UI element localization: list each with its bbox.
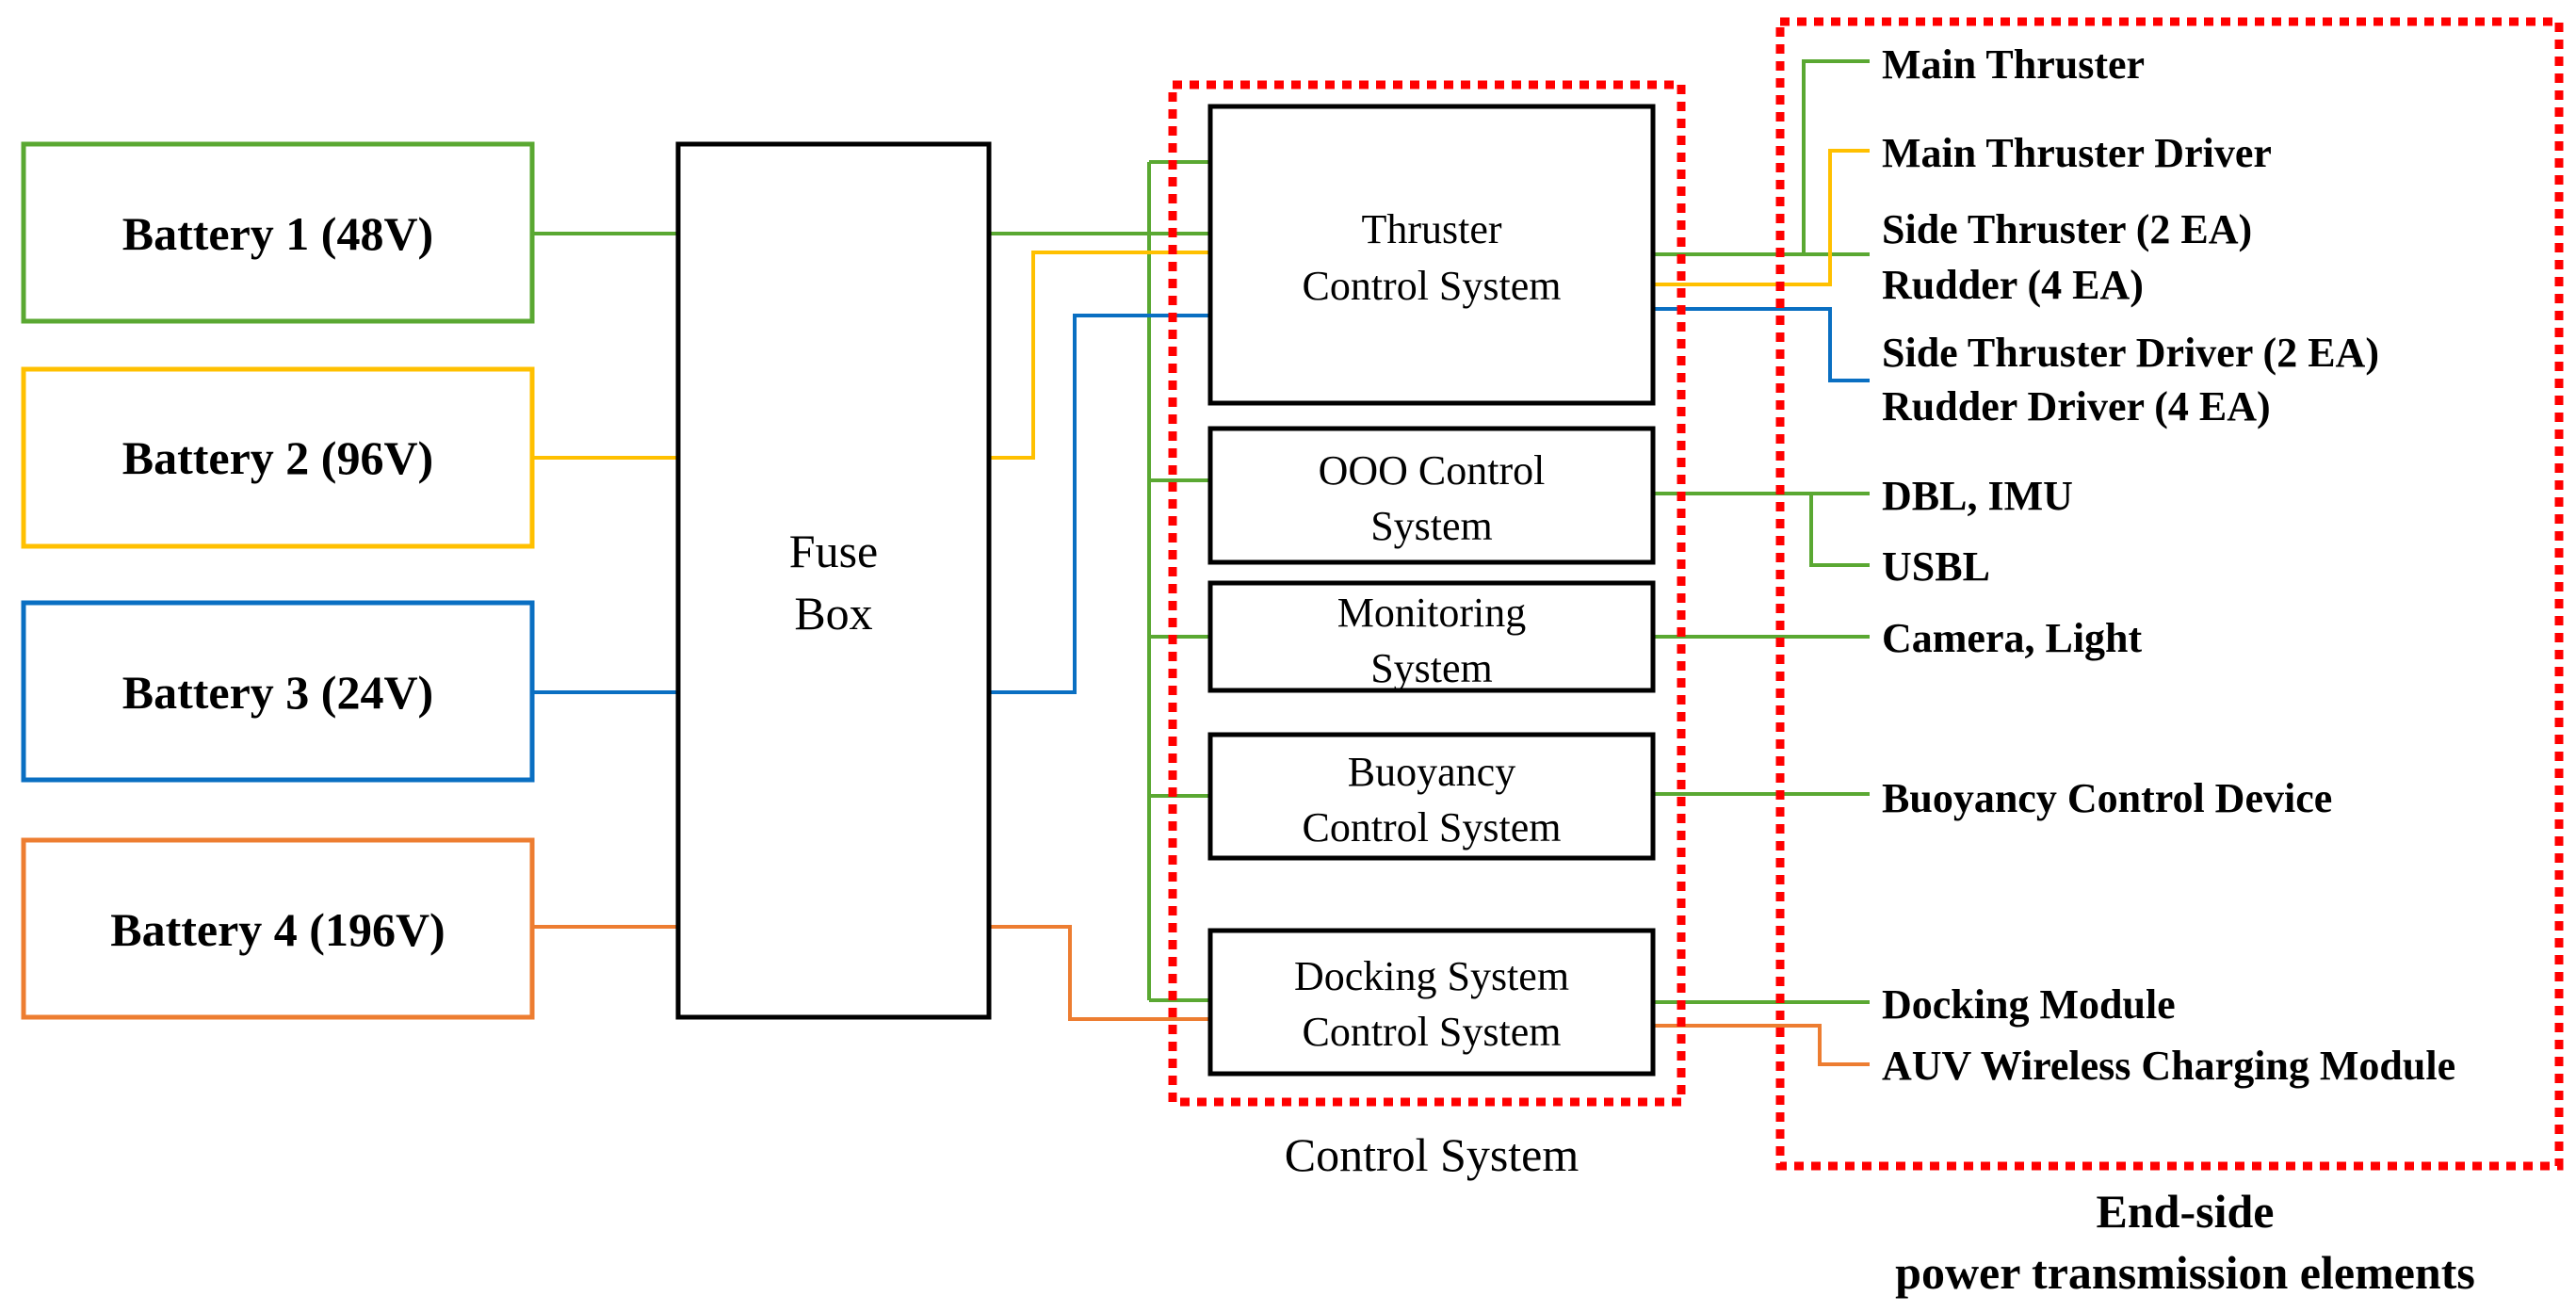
end-element-camera-light: Camera, Light	[1882, 615, 2143, 661]
end-side-outline	[1775, 17, 2564, 1171]
battery-2-label: Battery 2 (96V)	[122, 431, 433, 484]
fuse-box-label-line1: Fuse	[789, 525, 878, 577]
end-element-main-thruster-driver: Main Thruster Driver	[1882, 130, 2272, 176]
wire-yellow-thruster-end	[1653, 149, 1870, 286]
buoyancy-control-system-box	[1207, 732, 1656, 861]
docking-system-control-system-line1: Docking System	[1294, 953, 1569, 999]
wire-yellow-fuse-thruster	[989, 251, 1210, 460]
fuse-box: Fuse Box	[675, 141, 992, 1020]
fuse-box-rect	[675, 141, 992, 1020]
batteries: Battery 1 (48V) Battery 2 (96V) Battery …	[21, 141, 535, 1020]
buoyancy-control-system-line1: Buoyancy	[1348, 749, 1515, 795]
wires	[532, 59, 1870, 1066]
wire-green-ooo-end	[1653, 492, 1870, 567]
control-system-caption: Control System	[1285, 1128, 1580, 1181]
docking-system-control-system-box	[1207, 928, 1656, 1077]
battery-1-box	[21, 141, 535, 324]
monitoring-system-box	[1207, 580, 1656, 693]
wire-blue-fuse-thruster	[989, 314, 1210, 694]
end-side-caption-line1: End-side	[2097, 1185, 2275, 1238]
end-element-side-thruster-driver: Side Thruster Driver (2 EA)	[1882, 330, 2379, 376]
thruster-control-system-line2: Control System	[1302, 263, 1561, 309]
end-element-side-thruster: Side Thruster (2 EA)	[1882, 206, 2252, 252]
battery-4-box	[21, 837, 535, 1020]
thruster-control-system-box	[1207, 104, 1656, 406]
end-element-rudder-driver: Rudder Driver (4 EA)	[1882, 383, 2271, 429]
control-system-outline	[1168, 80, 1686, 1107]
docking-system-control-system-line2: Control System	[1302, 1009, 1561, 1055]
end-element-auv-wireless-charging-module: AUV Wireless Charging Module	[1882, 1043, 2455, 1089]
end-element-usbl: USBL	[1882, 543, 1990, 590]
battery-2-box	[21, 366, 535, 549]
ooo-control-system-line1: OOO Control	[1319, 447, 1546, 494]
control-system: Thruster Control System OOO Control Syst…	[1168, 80, 1686, 1181]
battery-4-label: Battery 4 (196V)	[110, 903, 445, 956]
ooo-control-system-box	[1207, 426, 1656, 565]
end-side-caption-line2: power transmission elements	[1895, 1246, 2475, 1299]
end-element-main-thruster: Main Thruster	[1882, 41, 2145, 88]
end-side-elements: Main Thruster Main Thruster Driver Side …	[1775, 17, 2564, 1299]
end-element-rudder: Rudder (4 EA)	[1882, 262, 2144, 308]
fuse-box-label-line2: Box	[794, 587, 872, 640]
battery-3-box	[21, 600, 535, 783]
end-element-buoyancy-control-device: Buoyancy Control Device	[1882, 775, 2332, 821]
battery-1-label: Battery 1 (48V)	[122, 207, 433, 260]
thruster-control-system-line1: Thruster	[1361, 206, 1501, 252]
buoyancy-control-system-line2: Control System	[1302, 804, 1561, 850]
monitoring-system-line2: System	[1370, 645, 1493, 691]
end-element-dbl-imu: DBL, IMU	[1882, 473, 2073, 519]
wire-orange-docking-end	[1653, 1024, 1870, 1066]
battery-3-label: Battery 3 (24V)	[122, 666, 433, 719]
wire-blue-thruster-end	[1653, 307, 1870, 382]
ooo-control-system-line2: System	[1370, 503, 1493, 549]
end-element-docking-module: Docking Module	[1882, 981, 2176, 1028]
wire-orange-fuse-docking	[989, 925, 1210, 1021]
monitoring-system-line1: Monitoring	[1337, 590, 1526, 636]
